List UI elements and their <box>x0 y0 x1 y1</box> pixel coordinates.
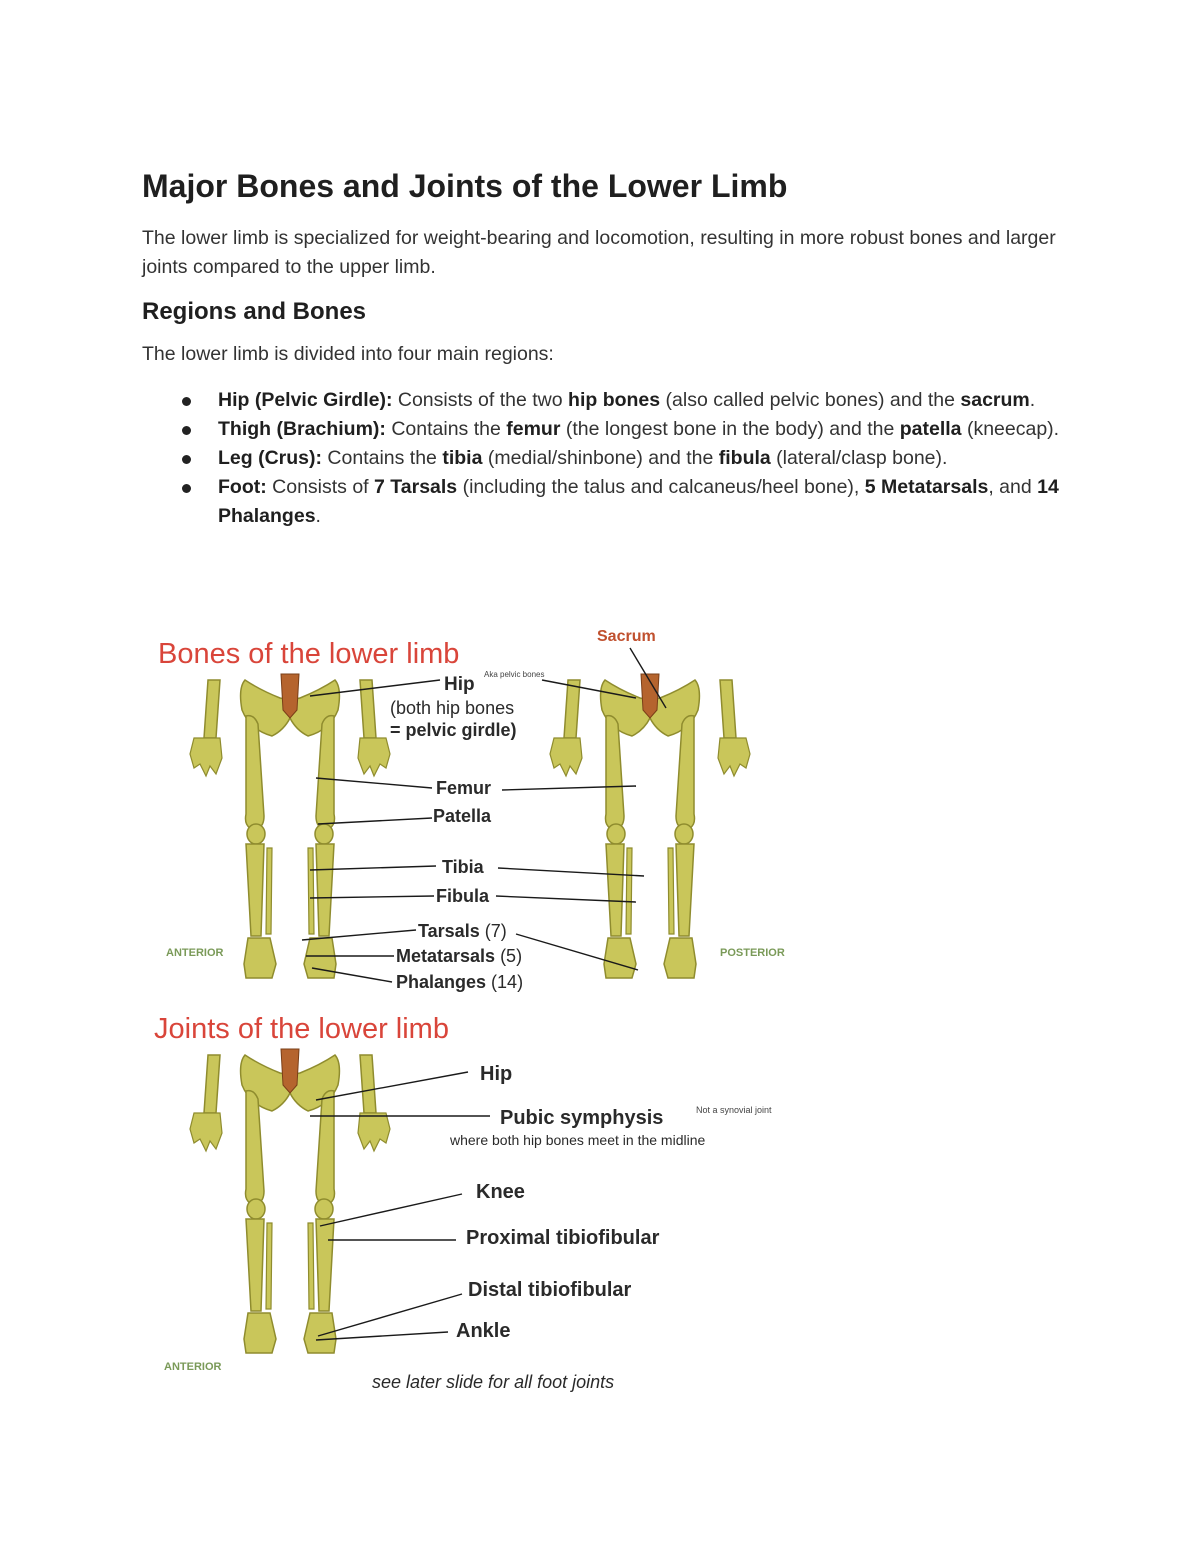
skeleton-posterior <box>549 673 751 979</box>
region-text: (medial/shinbone) and the <box>482 447 719 469</box>
lower-limb-figure: Bones of the lower limb Sacrum Hip Aka p… <box>154 628 785 1392</box>
label-phalanges-count: (14) <box>491 972 523 992</box>
label-anterior: ANTERIOR <box>166 947 224 959</box>
joint-label-ankle: Ankle <box>456 1320 510 1342</box>
intro-paragraph: The lower limb is specialized for weight… <box>142 227 1056 278</box>
note-not-synovial: Not a synovial joint <box>696 1105 772 1115</box>
joint-label-pubic: Pubic symphysis <box>500 1107 663 1129</box>
label-metatarsals: Metatarsals(5) <box>396 946 522 966</box>
label-phalanges: Phalanges(14) <box>396 972 523 992</box>
list-item-hip: Hip (Pelvic Girdle): Consists of the two… <box>182 386 1062 415</box>
region-text: Consists of the two <box>392 389 569 411</box>
region-label: Hip (Pelvic Girdle): <box>218 389 393 411</box>
bullet-icon <box>182 484 191 493</box>
region-term: 5 Metatarsals <box>864 476 989 498</box>
region-label: Foot: <box>218 476 267 498</box>
region-term: hip bones <box>568 389 661 411</box>
label-metatarsals-name: Metatarsals <box>396 946 495 966</box>
region-text: Contains the <box>322 447 443 469</box>
bullet-icon <box>182 455 191 464</box>
skeleton-anterior <box>189 673 391 979</box>
note-aka-pelvic: Aka pelvic bones <box>484 670 544 679</box>
region-term: patella <box>899 418 962 440</box>
bullet-icon <box>182 397 191 406</box>
list-item-leg: Leg (Crus): Contains the tibia (medial/s… <box>182 444 1062 473</box>
list-item-thigh: Thigh (Brachium): Contains the femur (th… <box>182 415 1062 444</box>
region-text: Consists of <box>266 476 375 498</box>
label-tibia: Tibia <box>442 857 485 877</box>
label-hip-sub2: = pelvic girdle) <box>390 720 517 740</box>
label-hip: Hip <box>444 674 475 695</box>
joints-leader-lines <box>310 1071 490 1341</box>
region-term: fibula <box>718 447 771 469</box>
region-term: 14 Phalanges <box>218 476 1059 527</box>
joint-label-pubic-sub: where both hip bones meet in the midline <box>449 1132 705 1148</box>
label-fibula: Fibula <box>436 886 490 906</box>
bones-figure-title: Bones of the lower limb <box>158 638 459 670</box>
bones-leader-lines <box>301 647 667 983</box>
region-text: (the longest bone in the body) and the <box>560 418 900 440</box>
label-phalanges-name: Phalanges <box>396 972 486 992</box>
joint-label-distal: Distal tibiofibular <box>468 1279 632 1301</box>
region-term: 7 Tarsals <box>374 476 458 498</box>
region-text: (including the talus and calcaneus/heel … <box>457 476 865 498</box>
region-text: (lateral/clasp bone). <box>770 447 948 469</box>
label-tarsals-count: (7) <box>485 921 507 941</box>
region-term: sacrum <box>960 389 1030 411</box>
label-hip-sub1: (both hip bones <box>390 698 514 718</box>
region-term: tibia <box>442 447 483 469</box>
region-text: (also called pelvic bones) and the <box>660 389 961 411</box>
regions-list: Hip (Pelvic Girdle): Consists of the two… <box>182 386 1062 531</box>
region-text: (kneecap). <box>961 418 1060 440</box>
label-patella: Patella <box>433 806 492 826</box>
region-label: Leg (Crus): <box>218 447 322 469</box>
label-sacrum: Sacrum <box>597 628 656 645</box>
label-tarsals-name: Tarsals <box>418 921 480 941</box>
list-item-foot: Foot: Consists of 7 Tarsals (including t… <box>182 473 1062 531</box>
label-tarsals: Tarsals(7) <box>418 921 507 941</box>
region-text: . <box>315 505 321 527</box>
regions-intro: The lower limb is divided into four main… <box>142 343 554 365</box>
bullet-icon <box>182 426 191 435</box>
label-posterior: POSTERIOR <box>720 947 785 959</box>
region-text: . <box>1029 389 1036 411</box>
label-femur: Femur <box>436 778 491 798</box>
joint-label-anterior: ANTERIOR <box>164 1361 222 1373</box>
section-heading: Regions and Bones <box>142 298 367 325</box>
joints-figure-title: Joints of the lower limb <box>154 1013 449 1045</box>
joint-label-proximal: Proximal tibiofibular <box>466 1227 660 1249</box>
skeleton-joints <box>189 1048 391 1354</box>
joint-label-hip: Hip <box>480 1063 512 1085</box>
region-term: femur <box>506 418 561 440</box>
region-text: Contains the <box>385 418 507 440</box>
region-text: , and <box>988 476 1038 498</box>
page-title: Major Bones and Joints of the Lower Limb <box>142 168 788 204</box>
joint-footnote: see later slide for all foot joints <box>372 1372 614 1392</box>
label-metatarsals-count: (5) <box>500 946 522 966</box>
joint-label-knee: Knee <box>476 1181 525 1203</box>
region-label: Thigh (Brachium): <box>218 418 386 440</box>
